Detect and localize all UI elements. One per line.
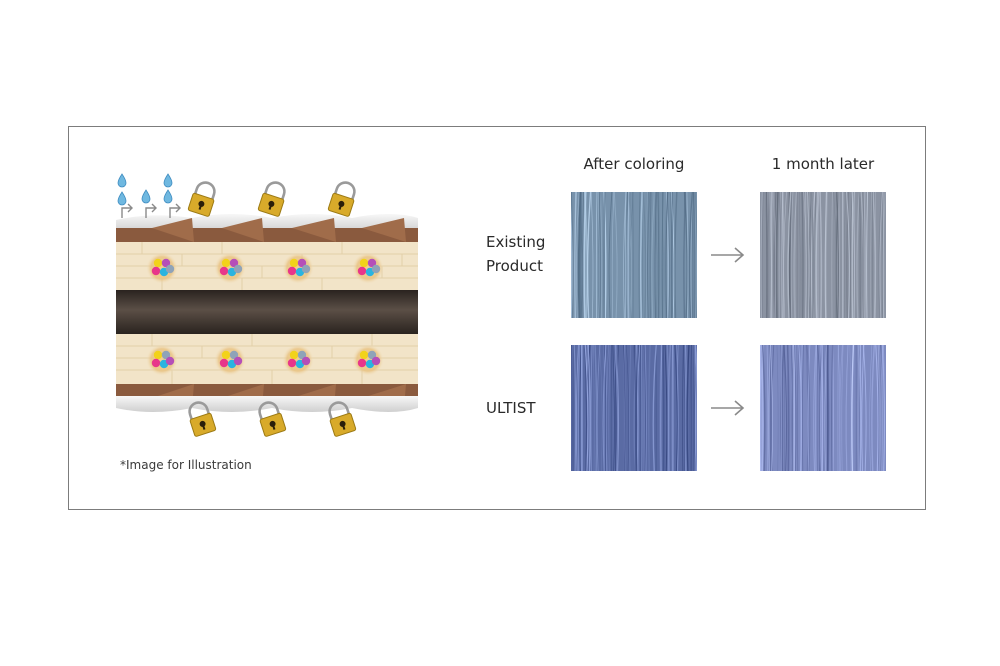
bottom-cuticle-layer	[116, 384, 418, 412]
hair-cross-section-illustration	[116, 173, 418, 437]
lock-icon	[328, 401, 357, 437]
water-drop-icon	[117, 191, 127, 206]
figure-frame	[68, 126, 926, 510]
medulla-core	[116, 290, 418, 334]
arrow-right-icon	[711, 400, 745, 416]
column-header-one-month-later: 1 month later	[771, 155, 875, 173]
illustration-caption: *Image for Illustration	[120, 458, 252, 472]
lock-icon	[258, 401, 287, 437]
lock-icon	[327, 181, 356, 217]
water-drop-icon	[117, 173, 127, 188]
dye-molecule-icon	[352, 344, 384, 376]
swatch-existing-one-month-later	[760, 192, 886, 318]
lock-icon	[257, 181, 286, 217]
swatch-existing-after-coloring	[571, 192, 697, 318]
lock-icon	[187, 181, 216, 217]
row-label-ultist: ULTIST	[486, 399, 536, 417]
dye-molecule-icon	[282, 344, 314, 376]
dye-molecule-icon	[352, 252, 384, 284]
dye-molecule-icon	[214, 252, 246, 284]
swatch-ultist-after-coloring	[571, 345, 697, 471]
water-drop-icon	[141, 189, 151, 204]
row-label-existing-product: Existing Product	[486, 233, 546, 275]
arrow-right-icon	[711, 247, 745, 263]
dye-molecule-icon	[146, 344, 178, 376]
dye-molecule-icon	[146, 252, 178, 284]
dye-molecule-icon	[214, 344, 246, 376]
water-drop-icon	[163, 189, 173, 204]
lock-icon	[188, 401, 217, 437]
dye-molecule-icon	[282, 252, 314, 284]
column-header-after-coloring: After coloring	[583, 155, 685, 173]
water-drop-icon	[163, 173, 173, 188]
top-cuticle-layer	[116, 214, 418, 242]
swatch-ultist-one-month-later	[760, 345, 886, 471]
